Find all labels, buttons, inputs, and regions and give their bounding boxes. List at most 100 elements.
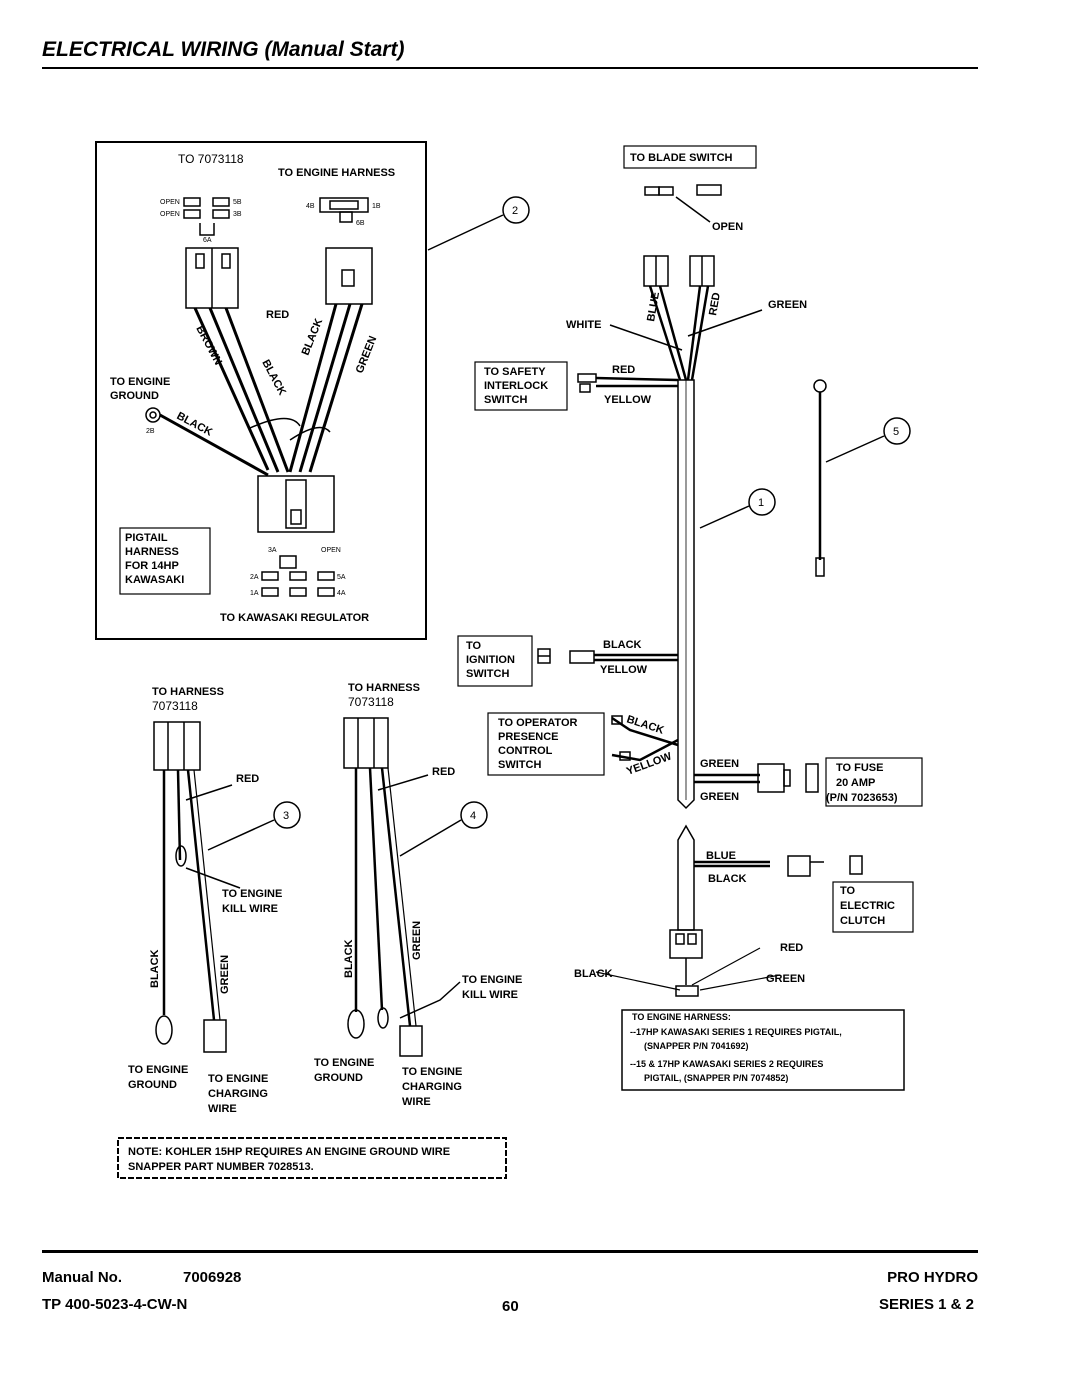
svg-text:2B: 2B bbox=[146, 428, 155, 435]
plug-right bbox=[325, 247, 373, 305]
svg-text:FOR 14HP: FOR 14HP bbox=[125, 560, 179, 572]
svg-text:5A: 5A bbox=[337, 574, 346, 581]
svg-text:KILL WIRE: KILL WIRE bbox=[222, 903, 278, 915]
callout-2 bbox=[502, 196, 530, 224]
lower-plug bbox=[669, 929, 703, 959]
svg-text:OPEN: OPEN bbox=[160, 199, 180, 206]
svg-text:PIGTAIL, (SNAPPER P/N 7074852): PIGTAIL, (SNAPPER P/N 7074852) bbox=[644, 1073, 788, 1083]
callout-5 bbox=[883, 417, 911, 445]
svg-text:OPEN: OPEN bbox=[160, 211, 180, 218]
svg-text:RED: RED bbox=[780, 942, 803, 954]
svg-text:CHARGING: CHARGING bbox=[208, 1088, 268, 1100]
svg-text:RED: RED bbox=[432, 766, 455, 778]
page-number: 60 bbox=[502, 1298, 519, 1315]
svg-text:TO ENGINE: TO ENGINE bbox=[402, 1066, 462, 1078]
svg-text:TO ENGINE: TO ENGINE bbox=[462, 974, 522, 986]
svg-text:KAWASAKI: KAWASAKI bbox=[125, 574, 184, 586]
svg-text:GREEN: GREEN bbox=[700, 791, 739, 803]
svg-text:GREEN: GREEN bbox=[354, 334, 380, 375]
svg-text:TO ENGINE: TO ENGINE bbox=[314, 1057, 374, 1069]
svg-text:TO ENGINE: TO ENGINE bbox=[128, 1064, 188, 1076]
svg-text:PIGTAIL: PIGTAIL bbox=[125, 532, 168, 544]
svg-text:CLUTCH: CLUTCH bbox=[840, 915, 885, 927]
svg-text:5B: 5B bbox=[233, 199, 242, 206]
svg-text:RED: RED bbox=[266, 309, 289, 321]
svg-text:GREEN: GREEN bbox=[768, 299, 807, 311]
ground-eyelet bbox=[145, 407, 161, 423]
svg-text:IGNITION: IGNITION bbox=[466, 654, 515, 666]
callout-5-label: 5 bbox=[893, 426, 899, 438]
svg-text:BLACK: BLACK bbox=[300, 317, 326, 357]
svg-text:TO ENGINE HARNESS: TO ENGINE HARNESS bbox=[278, 167, 395, 179]
callout-3 bbox=[273, 801, 301, 829]
wire4-plug bbox=[343, 717, 389, 769]
svg-text:20 AMP: 20 AMP bbox=[836, 777, 875, 789]
svg-text:--17HP KAWASAKI SERIES 1 REQUI: --17HP KAWASAKI SERIES 1 REQUIRES PIGTAI… bbox=[630, 1027, 842, 1037]
svg-text:6B: 6B bbox=[356, 220, 365, 227]
manual-number: 7006928 bbox=[183, 1269, 242, 1286]
svg-text:3A: 3A bbox=[268, 547, 277, 554]
svg-text:BLACK: BLACK bbox=[259, 358, 288, 398]
svg-text:BLACK: BLACK bbox=[574, 968, 613, 980]
svg-text:BLACK: BLACK bbox=[343, 939, 355, 978]
svg-text:BLACK: BLACK bbox=[708, 873, 747, 885]
svg-text:2A: 2A bbox=[250, 574, 259, 581]
svg-text:GROUND: GROUND bbox=[314, 1072, 363, 1084]
svg-text:TO HARNESS: TO HARNESS bbox=[348, 682, 420, 694]
svg-text:GROUND: GROUND bbox=[110, 390, 159, 402]
main-harness-trunk bbox=[677, 379, 695, 810]
svg-text:1B: 1B bbox=[372, 203, 381, 210]
svg-text:GREEN: GREEN bbox=[700, 758, 739, 770]
svg-text:OPEN: OPEN bbox=[712, 221, 743, 233]
svg-text:(SNAPPER P/N 7041692): (SNAPPER P/N 7041692) bbox=[644, 1041, 749, 1051]
svg-text:BLACK: BLACK bbox=[603, 639, 642, 651]
harness-note-0: TO ENGINE HARNESS: bbox=[632, 1012, 731, 1022]
svg-text:PRESENCE: PRESENCE bbox=[498, 731, 559, 743]
product-name: PRO HYDRO bbox=[887, 1269, 978, 1286]
svg-text:TO: TO bbox=[840, 885, 856, 897]
svg-text:TO KAWASAKI REGULATOR: TO KAWASAKI REGULATOR bbox=[220, 612, 369, 624]
callout-3-label: 3 bbox=[283, 810, 289, 822]
wiring-diagram: TO 7073118 TO ENGINE HARNESS OPEN OPEN 5… bbox=[95, 141, 923, 1179]
callout-2-label: 2 bbox=[512, 205, 518, 217]
svg-text:4A: 4A bbox=[337, 590, 346, 597]
svg-text:6A: 6A bbox=[203, 237, 212, 244]
callout-4 bbox=[460, 801, 488, 829]
svg-text:ELECTRIC: ELECTRIC bbox=[840, 900, 895, 912]
svg-text:TO HARNESS: TO HARNESS bbox=[152, 686, 224, 698]
svg-text:SWITCH: SWITCH bbox=[484, 394, 527, 406]
svg-text:4B: 4B bbox=[306, 203, 315, 210]
svg-text:RED: RED bbox=[707, 292, 723, 317]
note-line-2: SNAPPER PART NUMBER 7028513. bbox=[128, 1161, 314, 1173]
svg-text:WHITE: WHITE bbox=[566, 319, 601, 331]
svg-text:GREEN: GREEN bbox=[766, 973, 805, 985]
wire3-plug bbox=[153, 721, 201, 771]
svg-text:HARNESS: HARNESS bbox=[125, 546, 179, 558]
svg-text:BLACK: BLACK bbox=[625, 713, 665, 736]
svg-text:SWITCH: SWITCH bbox=[466, 668, 509, 680]
svg-text:GROUND: GROUND bbox=[128, 1079, 177, 1091]
svg-text:RED: RED bbox=[612, 364, 635, 376]
note-line-1: NOTE: KOHLER 15HP REQUIRES AN ENGINE GRO… bbox=[128, 1146, 450, 1158]
svg-text:TO: TO bbox=[466, 640, 482, 652]
svg-text:YELLOW: YELLOW bbox=[604, 394, 652, 406]
pigtail-inset-box bbox=[95, 141, 427, 640]
svg-text:WIRE: WIRE bbox=[208, 1103, 237, 1115]
svg-text:TO OPERATOR: TO OPERATOR bbox=[498, 717, 578, 729]
callout-1-label: 1 bbox=[758, 497, 764, 509]
svg-text:YELLOW: YELLOW bbox=[600, 664, 648, 676]
svg-text:GREEN: GREEN bbox=[219, 955, 231, 994]
note-box bbox=[117, 1137, 507, 1179]
label-to-7073118: TO 7073118 bbox=[178, 152, 244, 166]
svg-text:TO SAFETY: TO SAFETY bbox=[484, 366, 546, 378]
callout-1 bbox=[748, 488, 776, 516]
svg-text:(P/N 7023653): (P/N 7023653) bbox=[826, 792, 898, 804]
manual-label: Manual No. bbox=[42, 1269, 123, 1286]
svg-text:7073118: 7073118 bbox=[348, 695, 394, 709]
svg-text:TO ENGINE: TO ENGINE bbox=[222, 888, 282, 900]
svg-text:3B: 3B bbox=[233, 211, 242, 218]
tp-number: TP 400-5023-4-CW-N bbox=[42, 1296, 188, 1313]
svg-text:--15 & 17HP KAWASAKI SERIES 2: --15 & 17HP KAWASAKI SERIES 2 REQUIRES bbox=[630, 1059, 823, 1069]
bottom-connector bbox=[257, 475, 335, 533]
svg-text:TO FUSE: TO FUSE bbox=[836, 762, 883, 774]
